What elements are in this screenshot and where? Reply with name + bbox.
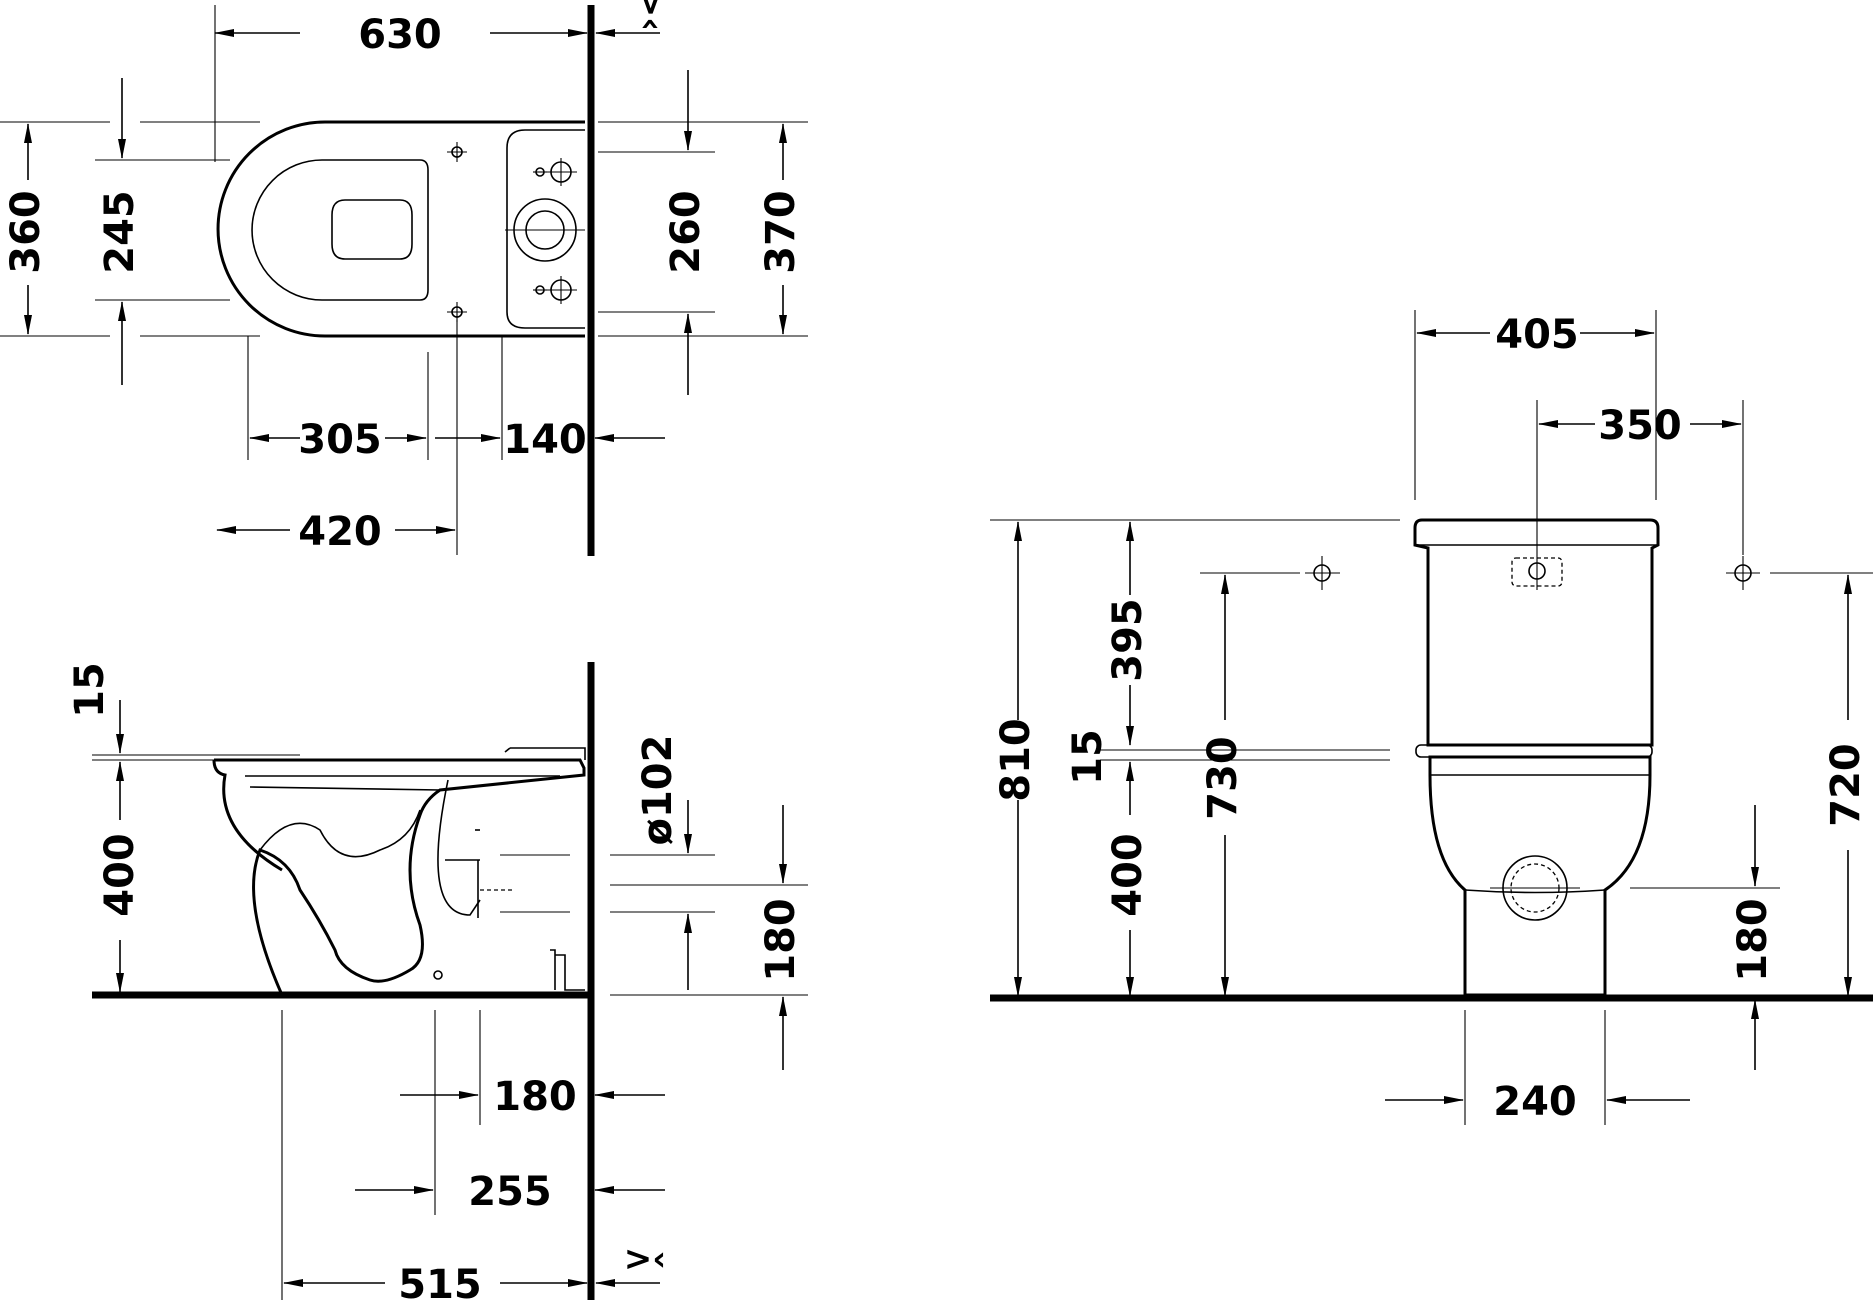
side-view: 15 400 ø102 180 180 255 515 >‹ [67, 662, 808, 1308]
front-bowl [1428, 755, 1652, 997]
front-view: 405 350 810 395 15 400 730 720 [990, 310, 1873, 1125]
dim-140: 140 [503, 417, 587, 463]
dim-front-240: 240 [1493, 1079, 1577, 1125]
dim-top-offset: >‹ [631, 0, 671, 31]
dim-245: 245 [97, 190, 143, 274]
dim-front-720: 720 [1823, 743, 1869, 827]
dim-side-255: 255 [468, 1169, 552, 1215]
dim-260: 260 [663, 190, 709, 274]
dim-420: 420 [298, 509, 382, 555]
dim-front-180: 180 [1730, 898, 1776, 982]
plan-cistern-hole-icon [533, 276, 577, 304]
side-bracket-icon [555, 954, 585, 991]
dim-side-15: 15 [67, 662, 113, 718]
dim-side-515: 515 [398, 1262, 482, 1308]
dim-front-400: 400 [1105, 833, 1151, 917]
dim-side-180h: 180 [493, 1074, 577, 1120]
plan-view: 630 >‹ 360 245 260 370 [0, 0, 808, 556]
plan-fixing-hole-icon [447, 302, 467, 322]
dim-305: 305 [298, 417, 382, 463]
front-outlet-icon [1490, 855, 1580, 921]
dim-front-15: 15 [1065, 729, 1111, 785]
dim-side-400: 400 [97, 833, 143, 917]
plan-outlet-icon [505, 198, 585, 262]
side-toilet-profile [214, 758, 586, 996]
dim-side-offset: >‹ [624, 1239, 667, 1279]
plan-cistern-hole-icon [533, 158, 577, 186]
dim-front-405: 405 [1495, 312, 1579, 358]
front-fixing-hole-icon [1305, 556, 1340, 590]
front-fixing-hole-icon [1726, 556, 1760, 590]
plan-fixing-hole-icon [447, 142, 467, 162]
dim-front-810: 810 [993, 718, 1039, 802]
dim-front-350: 350 [1598, 403, 1682, 449]
dim-side-180v: 180 [758, 898, 804, 982]
plan-bowl-outline [216, 120, 585, 338]
plan-seat-outline [251, 159, 429, 301]
dim-360: 360 [3, 190, 49, 274]
dim-370: 370 [758, 190, 804, 274]
dim-front-730: 730 [1200, 736, 1246, 820]
front-cistern [1413, 518, 1660, 747]
plan-seat-inner [331, 199, 413, 260]
dim-front-395: 395 [1105, 598, 1151, 682]
plan-cistern-outline [506, 129, 585, 329]
dim-side-d102: ø102 [635, 735, 681, 846]
dim-630: 630 [358, 12, 442, 58]
